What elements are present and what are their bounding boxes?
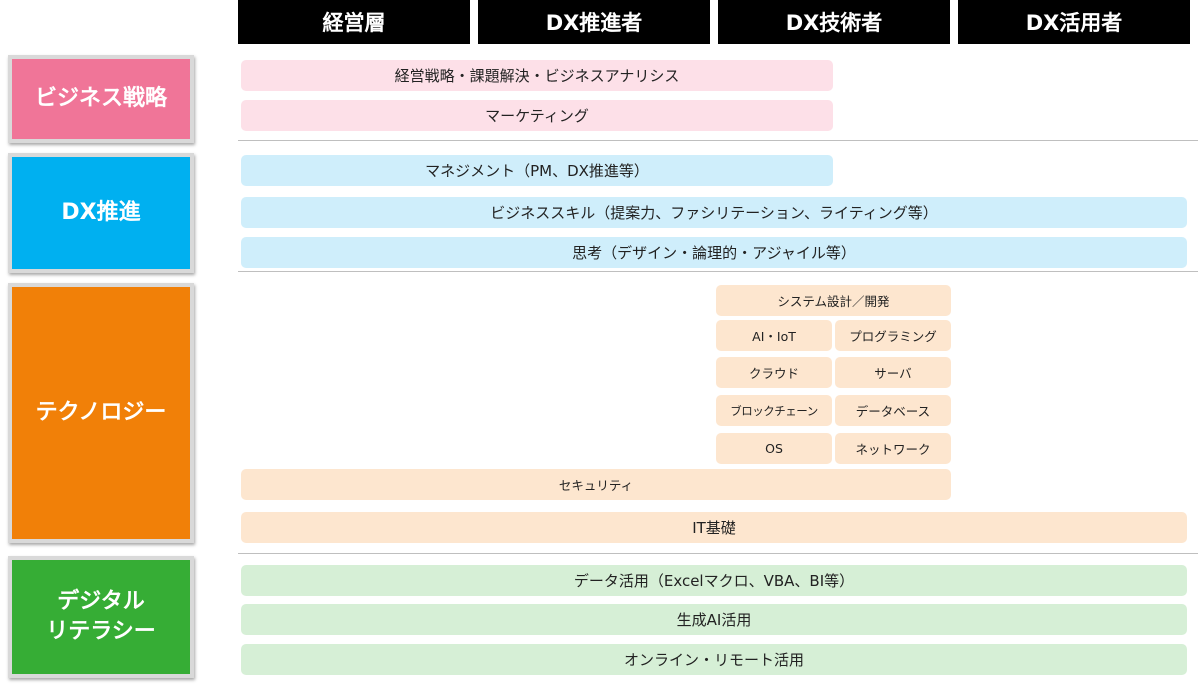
skill-bar-management: マネジメント（PM、DX推進等） — [241, 155, 833, 186]
skill-bar-strategy-analysis: 経営戦略・課題解決・ビジネスアナリシス — [241, 60, 833, 91]
category-label: ビジネス戦略 — [34, 86, 167, 112]
skill-bar-network: ネットワーク — [835, 433, 951, 464]
category-business-strategy: ビジネス戦略 — [8, 55, 194, 143]
column-header-dx-user: DX活用者 — [958, 0, 1190, 44]
section-divider — [238, 140, 1198, 141]
skill-bar-marketing: マーケティング — [241, 100, 833, 131]
skill-bar-cloud: クラウド — [716, 357, 832, 388]
skill-bar-database: データベース — [835, 395, 951, 426]
column-header-dx-engineer: DX技術者 — [718, 0, 950, 44]
column-header-dx-promoter: DX推進者 — [478, 0, 710, 44]
skill-bar-it-basics: IT基礎 — [241, 512, 1187, 543]
skill-bar-thinking: 思考（デザイン・論理的・アジャイル等） — [241, 237, 1187, 268]
section-divider — [238, 271, 1198, 272]
skill-bar-ai-iot: AI・IoT — [716, 320, 832, 351]
category-label: DX推進 — [61, 200, 141, 226]
skill-bar-system-design: システム設計／開発 — [716, 285, 951, 316]
section-divider — [238, 553, 1198, 554]
skill-bar-generative-ai: 生成AI活用 — [241, 604, 1187, 635]
skill-bar-server: サーバ — [835, 357, 951, 388]
category-label-line1: デジタル — [57, 589, 145, 615]
category-technology: テクノロジー — [8, 283, 194, 543]
skill-bar-programming: プログラミング — [835, 320, 951, 351]
skill-bar-data-utilization: データ活用（Excelマクロ、VBA、BI等） — [241, 565, 1187, 596]
category-label: テクノロジー — [35, 400, 167, 426]
skill-bar-os: OS — [716, 433, 832, 464]
skill-bar-security: セキュリティ — [241, 469, 951, 500]
skill-bar-business-skills: ビジネススキル（提案力、ファシリテーション、ライティング等） — [241, 197, 1187, 228]
skill-bar-online-remote: オンライン・リモート活用 — [241, 644, 1187, 675]
category-dx-promotion: DX推進 — [8, 153, 194, 273]
skill-bar-blockchain: ブロックチェーン — [716, 395, 832, 426]
category-label-line2: リテラシー — [46, 619, 156, 644]
column-header-executive: 経営層 — [238, 0, 470, 44]
category-digital-literacy: デジタル リテラシー — [8, 556, 194, 678]
